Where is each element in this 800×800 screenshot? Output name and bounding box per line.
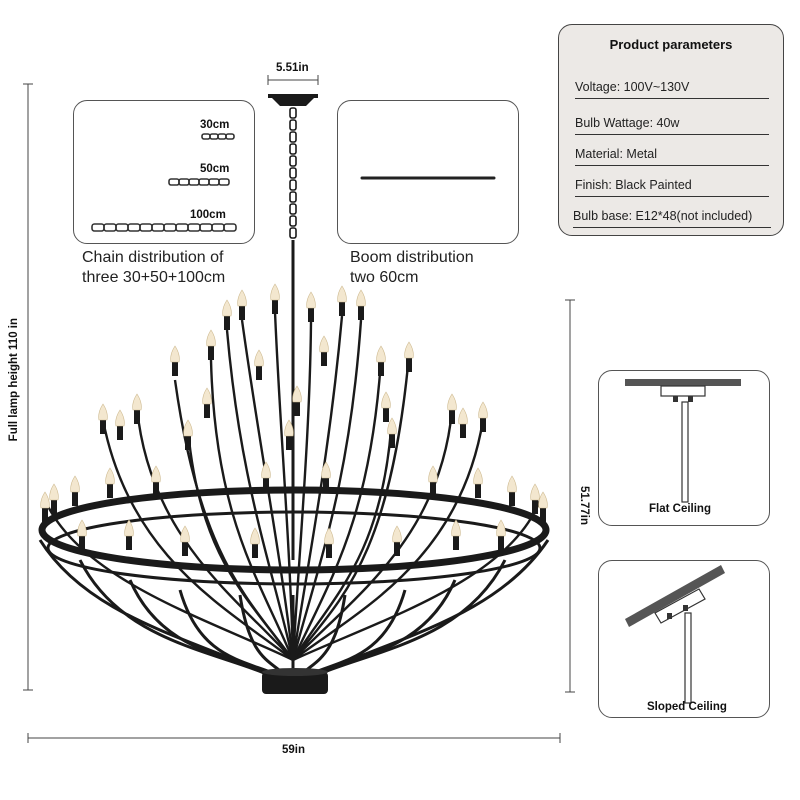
parameters-title: Product parameters: [609, 37, 733, 52]
body-height-label: 51.77in: [578, 486, 590, 525]
param-material: Material: Metal: [575, 147, 769, 166]
param-finish: Finish: Black Painted: [575, 178, 769, 197]
canopy-width-label: 5.51in: [276, 62, 309, 74]
chain-label-30cm: 30cm: [200, 119, 230, 131]
flat-ceiling-panel: Flat Ceiling: [598, 370, 770, 526]
param-bulb-wattage: Bulb Wattage: 40w: [575, 116, 769, 135]
boom-rod-illustration: [360, 176, 496, 180]
boom-caption-line2: two 60cm: [350, 269, 419, 286]
width-label: 59in: [282, 744, 306, 756]
flat-ceiling-mount-icon: [625, 379, 741, 503]
product-parameters-panel: Product parameters Voltage: 100V~130V Bu…: [558, 24, 784, 236]
chain-30cm-icon: [201, 133, 235, 140]
chain-label-100cm: 100cm: [190, 209, 226, 221]
param-bulb-base: Bulb base: E12*48(not included): [573, 209, 771, 228]
sloped-ceiling-mount-icon: [625, 565, 725, 704]
boom-distribution-panel: [337, 100, 519, 244]
chain-distribution-panel: 30cm 50cm 100cm: [73, 100, 255, 244]
chain-50cm-icon: [168, 178, 230, 186]
boom-caption-line1: Boom distribution: [350, 249, 474, 266]
chain-samples-illustration: [91, 133, 237, 232]
chain-label-50cm: 50cm: [200, 163, 230, 175]
flat-ceiling-label: Flat Ceiling: [649, 503, 711, 515]
chandelier-ring: [38, 486, 550, 574]
canopy-icon: [268, 94, 318, 106]
param-voltage: Voltage: 100V~130V: [575, 80, 769, 99]
bottom-cup: [262, 672, 328, 694]
chain-100cm-icon: [91, 223, 237, 232]
sloped-ceiling-label: Sloped Ceiling: [647, 701, 727, 713]
chain-caption-line2: three 30+50+100cm: [82, 269, 226, 286]
sloped-ceiling-panel: Sloped Ceiling: [598, 560, 770, 718]
chain-caption-line1: Chain distribution of: [82, 249, 224, 266]
chain-icon: [289, 107, 297, 239]
